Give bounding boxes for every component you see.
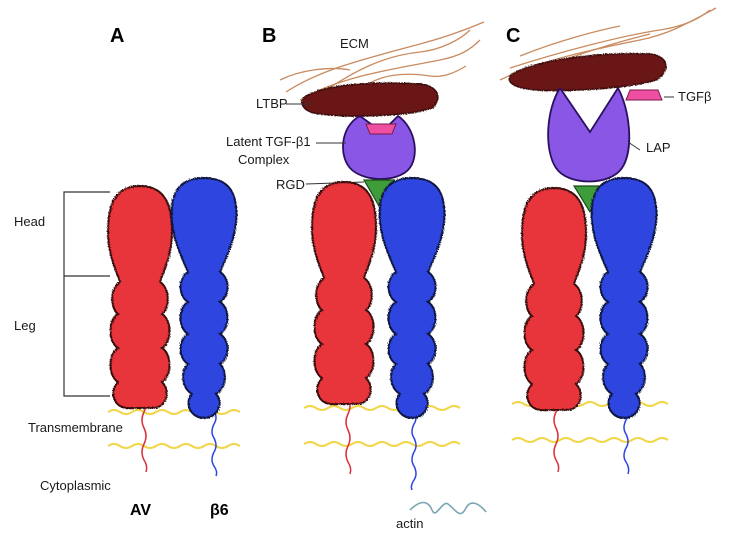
lap-c <box>547 86 631 183</box>
ltbp-b <box>301 82 439 117</box>
actin-filament <box>409 501 487 515</box>
tgfb-c <box>625 89 663 101</box>
label-b6: β6 <box>210 502 229 519</box>
av-subunit-b <box>311 181 377 405</box>
label-ecm: ECM <box>340 36 369 51</box>
lap-leader-c <box>627 141 641 151</box>
label-latent-line1: Latent TGF-β1 <box>226 134 311 149</box>
label-latent-line2: Complex <box>238 152 290 167</box>
b6-subunit-b <box>378 177 446 419</box>
latent-complex-b <box>342 114 416 180</box>
membrane-b <box>303 405 461 447</box>
label-cytoplasmic: Cytoplasmic <box>40 478 111 493</box>
membrane-a <box>107 409 241 449</box>
b6-subunit-c <box>590 177 658 419</box>
label-leg: Leg <box>14 318 36 333</box>
b6-subunit-a <box>170 177 238 419</box>
panel-label-a: A <box>110 25 124 47</box>
label-head: Head <box>14 214 45 229</box>
label-ltbp: LTBP <box>256 96 288 111</box>
label-rgd: RGD <box>276 177 305 192</box>
b6-tail-a <box>211 409 218 477</box>
b6-tail-c <box>623 405 630 475</box>
panel-label-b: B <box>262 25 276 47</box>
panel-label-c: C <box>506 25 520 47</box>
label-actin: actin <box>396 516 423 531</box>
av-subunit-c <box>521 187 587 411</box>
head-leg-bracket <box>63 191 110 397</box>
b6-tail-b <box>410 409 417 491</box>
av-tail-b <box>345 397 352 475</box>
label-transmembrane: Transmembrane <box>28 420 123 435</box>
av-subunit-a <box>107 185 173 409</box>
label-lap: LAP <box>646 140 671 155</box>
ltbp-c <box>508 52 667 92</box>
tgfb-b <box>365 123 397 135</box>
av-tail-a <box>141 395 148 473</box>
label-av: AV <box>130 502 151 519</box>
label-tgfb: TGFβ <box>678 89 711 104</box>
